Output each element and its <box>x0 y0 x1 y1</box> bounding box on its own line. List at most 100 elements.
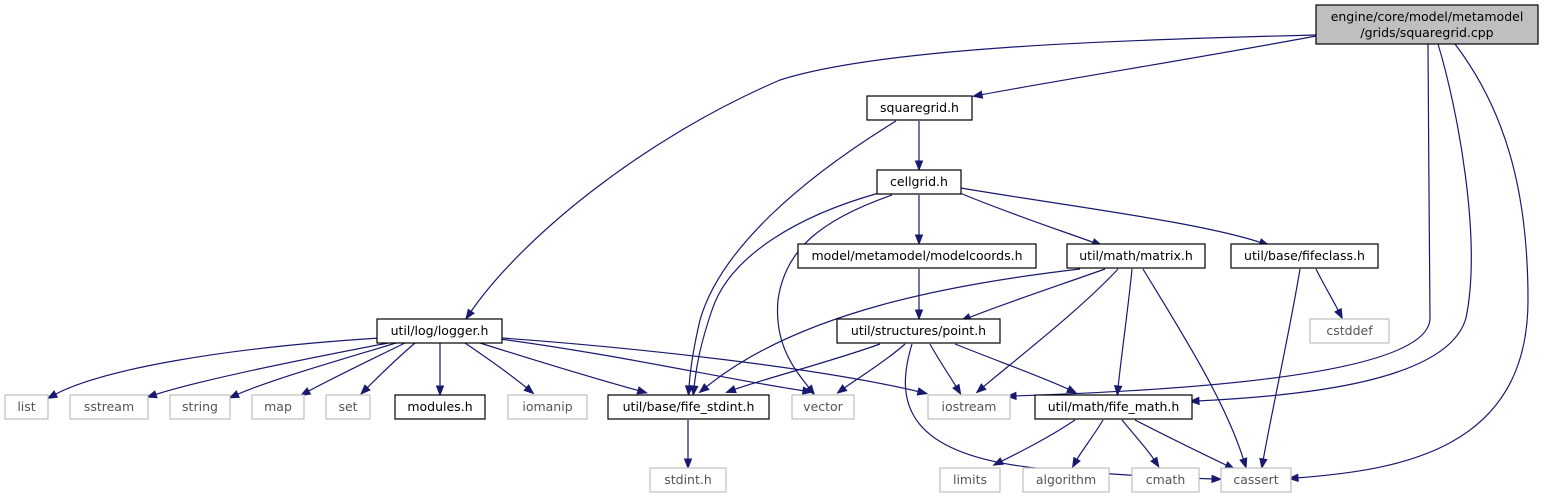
arrowhead <box>1005 391 1017 401</box>
arrowhead <box>690 385 699 397</box>
node-fifeclass-h[interactable]: util/base/fifeclass.h <box>1230 243 1379 269</box>
edge-matrix-h-to-fife-math-h <box>1114 268 1133 397</box>
node-limits[interactable]: limits <box>939 467 1001 493</box>
dependency-edges <box>46 34 1529 484</box>
edge-root-to-fife-math-h <box>1188 43 1472 406</box>
algorithm-label: algorithm <box>1036 472 1096 487</box>
edge-point-h-to-fife-stdint-h <box>725 343 881 394</box>
edge-cellgrid-h-to-fifeclass-h <box>960 187 1270 247</box>
edge-cellgrid-h-to-matrix-h <box>959 192 1103 247</box>
node-iostream[interactable]: iostream <box>927 394 1011 420</box>
arrowhead <box>46 390 59 399</box>
map-label: map <box>264 399 292 414</box>
edge-cellgrid-h-to-vector <box>776 194 893 396</box>
node-matrix-h[interactable]: util/math/matrix.h <box>1066 243 1206 269</box>
arrowhead <box>975 383 987 394</box>
edge-logger-h-to-list <box>46 337 381 399</box>
edge-matrix-h-to-iostream <box>975 268 1119 394</box>
node-sstream[interactable]: sstream <box>69 394 149 420</box>
node-cellgrid-h[interactable]: cellgrid.h <box>876 169 962 195</box>
modules-h-label: modules.h <box>407 399 472 414</box>
node-iomanip[interactable]: iomanip <box>507 394 588 420</box>
arrowhead <box>836 384 848 394</box>
node-cmath[interactable]: cmath <box>1131 467 1200 493</box>
root-label-line-2: /grids/squaregrid.cpp <box>1360 25 1493 40</box>
cassert-label: cassert <box>1233 472 1278 487</box>
arrowhead <box>1114 385 1123 397</box>
node-string[interactable]: string <box>169 394 231 420</box>
arrowhead <box>698 383 710 394</box>
node-squaregrid-h[interactable]: squaregrid.h <box>866 95 973 121</box>
node-cassert[interactable]: cassert <box>1220 467 1292 493</box>
limits-label: limits <box>953 472 987 487</box>
edge-root-to-cassert <box>1287 43 1529 482</box>
fife-math-h-label: util/math/fife_math.h <box>1048 399 1180 414</box>
arrowhead <box>1259 457 1268 470</box>
arrowhead <box>914 234 924 246</box>
arrowhead <box>1150 456 1160 469</box>
node-list[interactable]: list <box>4 394 49 420</box>
arrowhead <box>914 309 924 321</box>
edge-fife-stdint-h-to-stdint-h <box>683 420 693 470</box>
cstddef-label: cstddef <box>1326 323 1373 338</box>
node-point-h[interactable]: util/structures/point.h <box>836 318 1001 344</box>
node-cstddef[interactable]: cstddef <box>1309 318 1390 344</box>
iostream-label: iostream <box>942 399 997 414</box>
fifeclass-h-label: util/base/fifeclass.h <box>1244 248 1365 263</box>
edge-fife-math-h-to-cmath <box>1121 419 1160 469</box>
node-logger-h[interactable]: util/log/logger.h <box>376 318 503 344</box>
edge-cellgrid-h-to-fife-stdint-h <box>690 192 880 397</box>
node-modules-h[interactable]: modules.h <box>394 394 486 420</box>
edge-logger-h-to-modules-h <box>435 343 445 397</box>
edge-point-h-to-iostream <box>929 343 962 396</box>
edge-logger-h-to-string <box>228 342 397 399</box>
edge-logger-h-to-iomanip <box>464 342 535 395</box>
node-vector[interactable]: vector <box>791 394 855 420</box>
arrowhead <box>683 458 693 470</box>
edge-matrix-h-to-point-h <box>960 268 1106 322</box>
edge-squaregrid-h-to-cellgrid-h <box>914 121 924 172</box>
edge-logger-h-to-map <box>299 342 406 397</box>
arrowhead <box>523 384 535 395</box>
arrowhead <box>636 386 649 395</box>
cellgrid-h-label: cellgrid.h <box>890 174 948 189</box>
node-fife-math-h[interactable]: util/math/fife_math.h <box>1034 394 1193 420</box>
node-stdint-h[interactable]: stdint.h <box>649 467 727 493</box>
root-label-line-1: engine/core/model/metamodel <box>1331 9 1524 24</box>
edge-matrix-h-to-fife-stdint-h <box>698 268 1081 394</box>
stdint-h-label: stdint.h <box>664 472 712 487</box>
logger-h-label: util/log/logger.h <box>391 323 489 338</box>
arrowhead <box>1334 307 1343 320</box>
node-modelcoords-h[interactable]: model/metamodel/modelcoords.h <box>797 243 1037 269</box>
arrowhead <box>992 457 1005 466</box>
node-fife-stdint-h[interactable]: util/base/fife_stdint.h <box>607 394 770 420</box>
edge-squaregrid-h-to-fife-stdint-h <box>684 120 897 397</box>
matrix-h-label: util/math/matrix.h <box>1079 248 1193 263</box>
squaregrid-h-label: squaregrid.h <box>880 100 959 115</box>
edge-fifeclass-h-to-cassert <box>1259 268 1301 470</box>
edge-root-to-iostream <box>1005 43 1431 401</box>
node-set[interactable]: set <box>325 394 371 420</box>
edge-fife-math-h-to-limits <box>992 419 1076 466</box>
edge-root-to-logger-h <box>465 34 1317 320</box>
arrowhead <box>684 385 694 397</box>
arrowhead <box>952 383 962 396</box>
arrowhead <box>145 390 158 399</box>
arrowhead <box>1211 474 1223 484</box>
edge-matrix-h-to-cassert <box>1142 268 1248 470</box>
edge-fifeclass-h-to-cstddef <box>1315 268 1343 320</box>
graph-nodes: engine/core/model/metamodel /grids/squar… <box>4 4 1539 493</box>
arrowhead <box>465 308 475 320</box>
arrowhead <box>1188 396 1200 406</box>
arrowhead <box>801 386 814 395</box>
node-map[interactable]: map <box>251 394 305 420</box>
edge-logger-h-to-sstream <box>145 342 389 399</box>
arrowhead <box>914 160 924 172</box>
node-root-file[interactable]: engine/core/model/metamodel /grids/squar… <box>1315 4 1539 45</box>
fife-stdint-h-label: util/base/fife_stdint.h <box>623 399 755 414</box>
node-algorithm[interactable]: algorithm <box>1022 467 1110 493</box>
edge-point-h-to-vector <box>836 343 906 394</box>
arrowhead <box>971 90 984 99</box>
edge-logger-h-to-fife-stdint-h <box>479 342 649 395</box>
